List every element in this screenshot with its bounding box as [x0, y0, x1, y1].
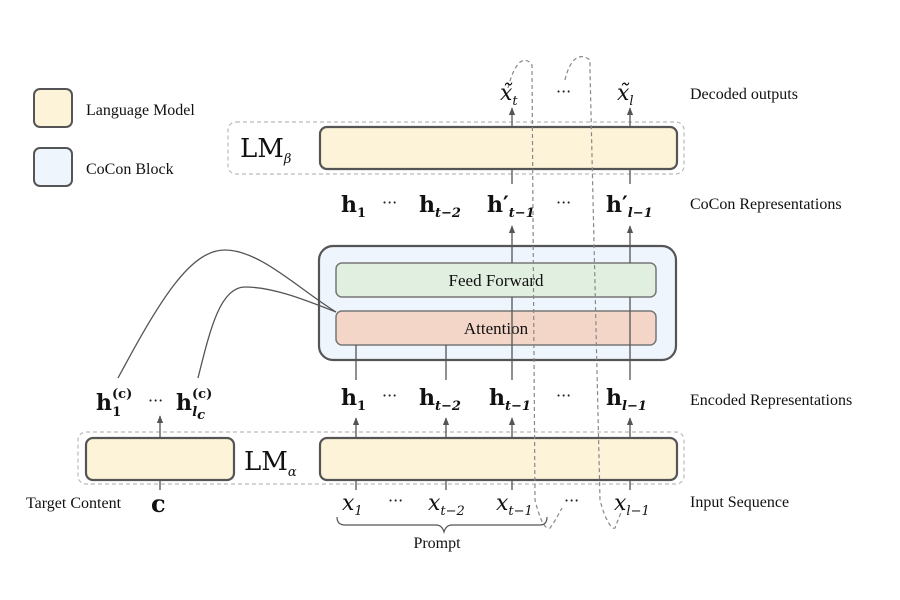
encoded-representations: h1 ··· ht−2 ht−1 ··· hl−1: [341, 385, 647, 414]
decoded-xt: x̃t: [500, 81, 518, 109]
legend-swatch-language-model: [33, 88, 73, 128]
prompt-label: Prompt: [413, 535, 461, 552]
cocon-hpl1: h′l−1: [606, 192, 653, 221]
lm-alpha-group-outline: [77, 431, 685, 485]
content-hlc: h(c)lc: [176, 387, 212, 423]
cocon-ht2: ht−2: [419, 192, 461, 221]
cocon-dots-2: ···: [556, 193, 571, 212]
lm-beta-group-outline: [227, 121, 685, 175]
input-xt1: xt−1: [496, 491, 533, 519]
prompt-brace: [336, 516, 548, 535]
content-representations: h(c)1 ··· h(c)lc: [96, 387, 212, 423]
legend-swatch-cocon-block: [33, 147, 73, 187]
target-content-c: c: [151, 489, 166, 518]
cocon-hpt1: h′t−1: [487, 192, 535, 221]
curve-hclc-to-attention: [197, 286, 337, 379]
input-x1: x1: [342, 491, 363, 519]
row-label-target-content: Target Content: [26, 495, 122, 512]
feed-forward-block[interactable]: [335, 262, 657, 298]
cocon-representations: h1 ··· ht−2 h′t−1 ··· h′l−1: [341, 192, 653, 221]
feedback-xt-dashed: [507, 59, 563, 529]
lm-alpha-sequence-block[interactable]: [318, 436, 679, 482]
encoded-ht1: ht−1: [489, 385, 531, 414]
encoded-hl1: hl−1: [606, 385, 647, 414]
legend-label-cocon-block: CoCon Block: [86, 161, 174, 178]
input-sequence: x1 ··· xt−2 xt−1 ··· xl−1: [342, 491, 650, 519]
curve-hc1-to-attention: [117, 249, 337, 379]
input-dots-2: ···: [564, 491, 579, 510]
lm-alpha-label: LMα: [244, 447, 297, 480]
lm-beta-label: LMβ: [240, 134, 291, 167]
content-h1: h(c)1: [96, 387, 132, 420]
input-xl1: xl−1: [614, 491, 650, 519]
content-dots: ···: [148, 391, 163, 410]
row-label-input-sequence: Input Sequence: [690, 494, 789, 511]
encoded-h1: h1: [341, 385, 366, 414]
row-label-cocon-representations: CoCon Representations: [690, 196, 842, 213]
legend: Language Model CoCon Block: [33, 88, 195, 187]
legend-label-language-model: Language Model: [86, 102, 195, 119]
lm-alpha-content-block[interactable]: [84, 436, 236, 482]
input-xt2: xt−2: [428, 491, 465, 519]
encoded-dots-2: ···: [556, 386, 571, 405]
attention-block[interactable]: [335, 310, 657, 346]
input-dots-1: ···: [388, 491, 403, 510]
lm-beta-block[interactable]: [318, 125, 679, 171]
encoded-ht2: ht−2: [419, 385, 461, 414]
decoded-xl: x̃l: [617, 81, 634, 109]
row-label-encoded-representations: Encoded Representations: [690, 392, 852, 409]
feedback-xl-dashed: [564, 56, 623, 529]
decoded-dots: ···: [556, 82, 571, 101]
cocon-h1: h1: [341, 192, 366, 221]
feed-forward-label: Feed Forward: [449, 271, 544, 290]
encoded-dots-1: ···: [382, 386, 397, 405]
flow-arrows: [117, 107, 634, 490]
cocon-dots-1: ···: [382, 193, 397, 212]
autoregressive-feedback: [507, 56, 623, 529]
attention-label: Attention: [464, 319, 529, 338]
row-label-decoded-outputs: Decoded outputs: [690, 86, 798, 103]
